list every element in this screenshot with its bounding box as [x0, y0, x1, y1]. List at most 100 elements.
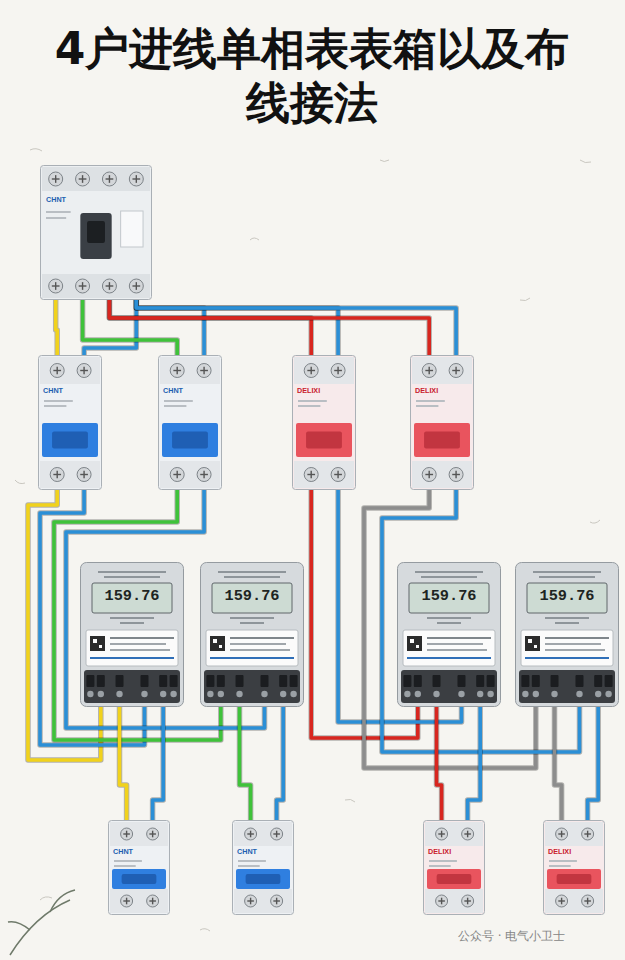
fine-print [98, 571, 166, 573]
fine-print [238, 860, 266, 862]
breaker-handle-panel [42, 423, 98, 457]
screw-slot [83, 367, 84, 375]
breaker-toggle [306, 432, 342, 449]
watermark: 公众号 · 电气小卫士 [458, 928, 565, 945]
breaker-body [109, 821, 170, 915]
meter-reading: 159.76 [515, 587, 619, 605]
screw-slot [276, 898, 277, 905]
terminal-hole [414, 675, 422, 687]
terminal-screw [582, 895, 594, 907]
fine-print [110, 617, 154, 619]
terminal-screw [197, 364, 211, 378]
breaker-body [411, 356, 474, 490]
terminal-band [545, 822, 603, 846]
fine-print [555, 622, 579, 624]
terminal-block [519, 670, 615, 703]
fibre [380, 160, 389, 162]
terminal-hole [433, 675, 441, 687]
wire-pair [120, 707, 164, 820]
terminal-screw [433, 691, 439, 697]
terminal-screw [236, 691, 242, 697]
fibre [15, 480, 25, 484]
fine-print [120, 622, 144, 624]
screw-slot [55, 282, 56, 290]
name-plate [206, 630, 298, 666]
terminal-screw [304, 468, 318, 482]
fine-print [104, 576, 160, 578]
terminal-hole [159, 675, 167, 687]
screw-slot [276, 831, 277, 838]
terminal-band [42, 274, 150, 298]
circuit-breaker: CHNT [38, 355, 102, 490]
qr-code-dot [213, 639, 217, 643]
qr-code [525, 636, 540, 651]
terminal-hole [290, 675, 298, 687]
plant-leaf [8, 922, 30, 930]
fine-print [298, 405, 320, 407]
fine-print [298, 400, 327, 402]
breaker-body [424, 821, 485, 915]
screw-slot [136, 175, 137, 183]
qr-code [407, 636, 422, 651]
breaker-handle-panel [162, 423, 218, 457]
qr-code-dot [534, 645, 537, 648]
qr-code-dot [93, 639, 97, 643]
terminal-screw [77, 364, 91, 378]
terminal-screw [595, 691, 601, 697]
fibre [345, 799, 355, 802]
fine-print [549, 865, 571, 867]
terminal-screw [121, 828, 133, 840]
circuit-breaker: CHNT [108, 820, 170, 915]
terminal-screw [160, 691, 166, 697]
screw-slot [250, 898, 251, 905]
terminal-screw [556, 828, 568, 840]
fibre [30, 149, 42, 151]
terminal-screw [522, 691, 528, 697]
fine-print [90, 657, 174, 659]
breaker-handle-panel [112, 869, 166, 889]
wire-shadow [555, 707, 562, 820]
terminal-screw [487, 691, 493, 697]
screw-slot [467, 831, 468, 838]
screw-slot [429, 367, 430, 375]
ink-plant [8, 890, 75, 955]
screw-slot [176, 367, 177, 375]
fine-print [545, 617, 589, 619]
breaker-toggle [172, 432, 208, 449]
terminal-band [234, 822, 292, 846]
screw-slot [311, 471, 312, 479]
energy-meter: 159.76 [397, 562, 501, 707]
terminal-screw [170, 691, 176, 697]
device-illustration [423, 820, 485, 915]
screw-slot [455, 471, 456, 479]
device-illustration [397, 562, 501, 707]
wire-pair [437, 707, 481, 820]
device-illustration [38, 355, 102, 490]
terminal-hole [97, 675, 105, 687]
screw-slot [55, 175, 56, 183]
qr-code-dot [528, 639, 532, 643]
breaker-toggle [424, 432, 460, 449]
terminal-screw [280, 691, 286, 697]
screw-slot [429, 471, 430, 479]
terminal-band [110, 822, 168, 846]
terminal-hole [532, 675, 540, 687]
fine-print [230, 617, 274, 619]
terminal-hole [575, 675, 583, 687]
terminal-band [545, 889, 603, 913]
terminal-screw [449, 468, 463, 482]
wire-shadow [120, 707, 127, 820]
circuit-breaker: DELIXI [543, 820, 605, 915]
breaker-body [159, 356, 222, 490]
fine-print [44, 405, 66, 407]
terminal-band [160, 461, 220, 488]
terminal-screw [197, 468, 211, 482]
name-plate [403, 630, 495, 666]
breaker-handle-panel [427, 869, 481, 889]
fine-print [110, 637, 174, 639]
device-illustration [515, 562, 619, 707]
wire [364, 490, 536, 768]
device-illustration [543, 820, 605, 915]
terminal-band [294, 357, 354, 384]
terminal-hole [521, 675, 529, 687]
